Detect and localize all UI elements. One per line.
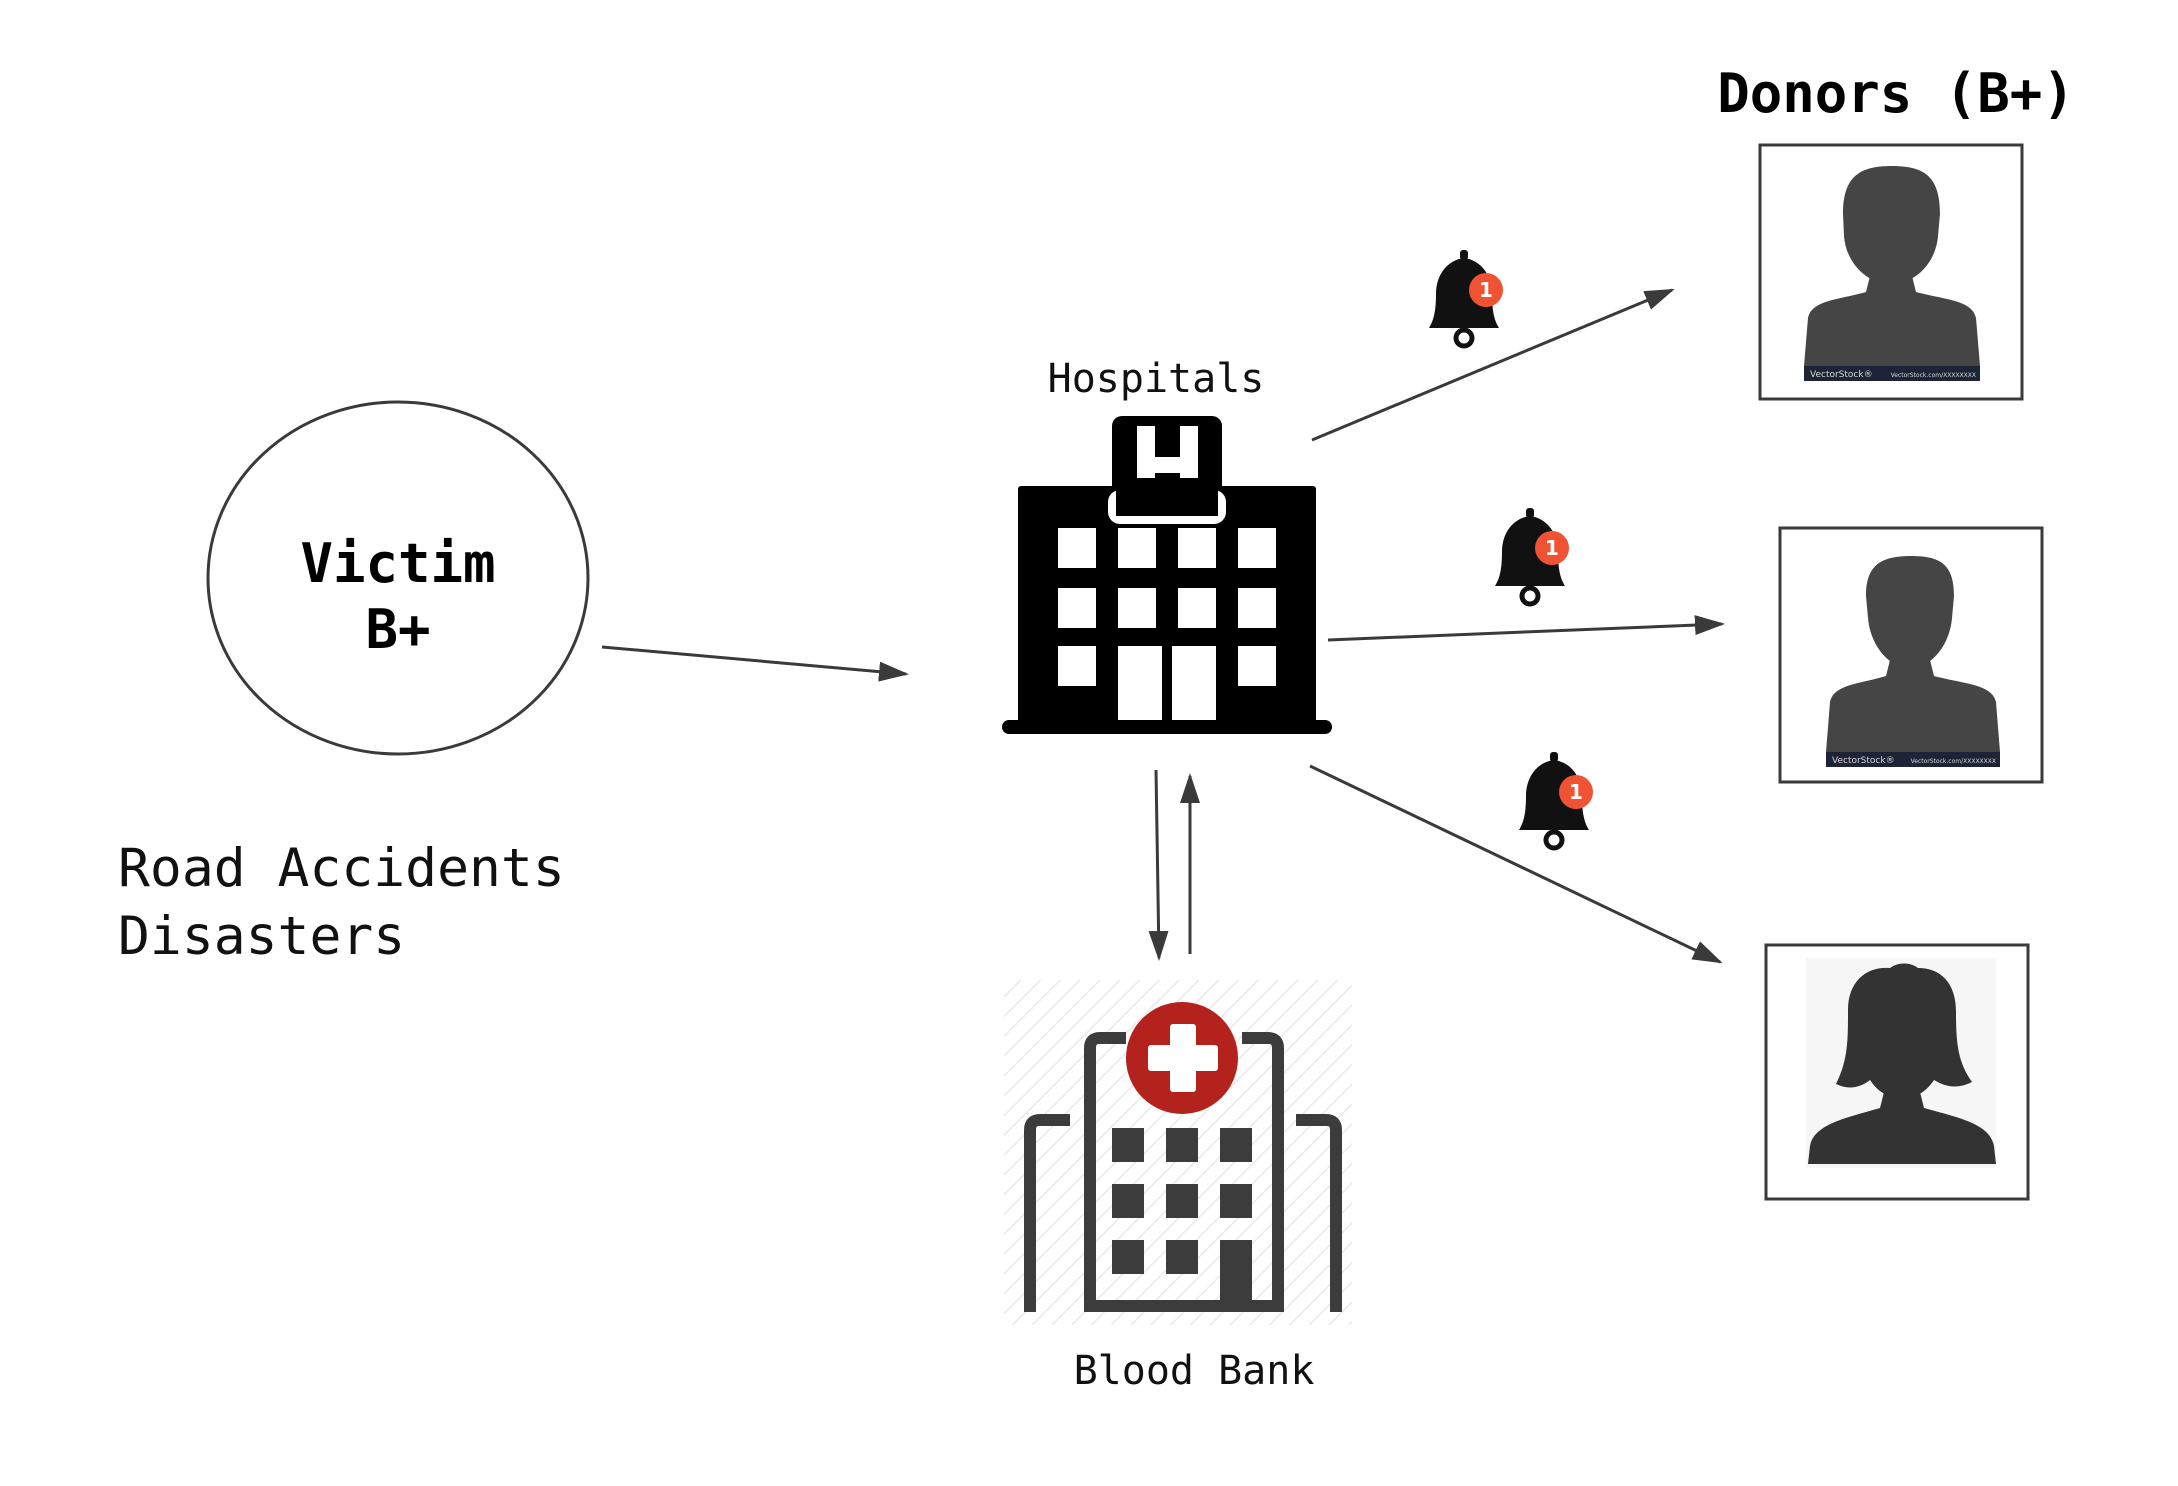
cause-disasters: Disasters [118,906,405,967]
arrow-hospital-to-blood-bank [1148,769,1169,961]
victim-blood-group: B+ [365,598,430,661]
donors-title: Donors (B+) [1717,62,2075,125]
blood-bank-node: Blood Bank [1004,980,1352,1394]
donor-card-2: VectorStock® VectorStock.com/XXXXXXXX [1778,526,2044,784]
svg-text:1: 1 [1545,536,1559,560]
donor-card-1: VectorStock® VectorStock.com/XXXXXXXX [1758,143,2024,401]
hospitals-node: Hospitals [1002,356,1332,734]
donor-card-3 [1764,943,2030,1201]
male-person-silhouette-icon [1826,556,2000,752]
victim-label: Victim [300,532,495,595]
arrow-hospital-to-donor-3 [1309,764,1723,964]
svg-text:1: 1 [1569,780,1583,804]
notification-bell-icon: 1 [1429,250,1503,349]
cause-road-accidents: Road Accidents [118,838,565,899]
svg-text:VectorStock.com/XXXXXXXX: VectorStock.com/XXXXXXXX [1911,758,1996,765]
notification-bell-icon: 1 [1495,508,1569,607]
blood-bank-label: Blood Bank [1074,1348,1315,1394]
arrow-hospital-to-donor-1 [1311,288,1675,442]
svg-text:1: 1 [1479,278,1493,302]
svg-text:VectorStock®: VectorStock® [1810,370,1873,380]
arrow-hospital-to-donor-2 [1327,615,1725,642]
female-person-silhouette-icon [1808,963,1996,1164]
victim-node: Victim B+ [206,400,590,756]
hospitals-label: Hospitals [1048,356,1265,402]
causes-text: Road Accidents Disasters [118,838,565,967]
blood-bank-building-icon [1024,1002,1342,1312]
svg-text:VectorStock.com/XXXXXXXX: VectorStock.com/XXXXXXXX [1891,372,1976,379]
male-person-silhouette-icon [1804,166,1980,366]
hospital-building-icon [1002,416,1332,734]
victim-circle [206,400,590,756]
svg-text:VectorStock®: VectorStock® [1832,756,1895,766]
notification-bell-icon: 1 [1519,752,1593,851]
arrow-victim-to-hospital [601,645,909,682]
